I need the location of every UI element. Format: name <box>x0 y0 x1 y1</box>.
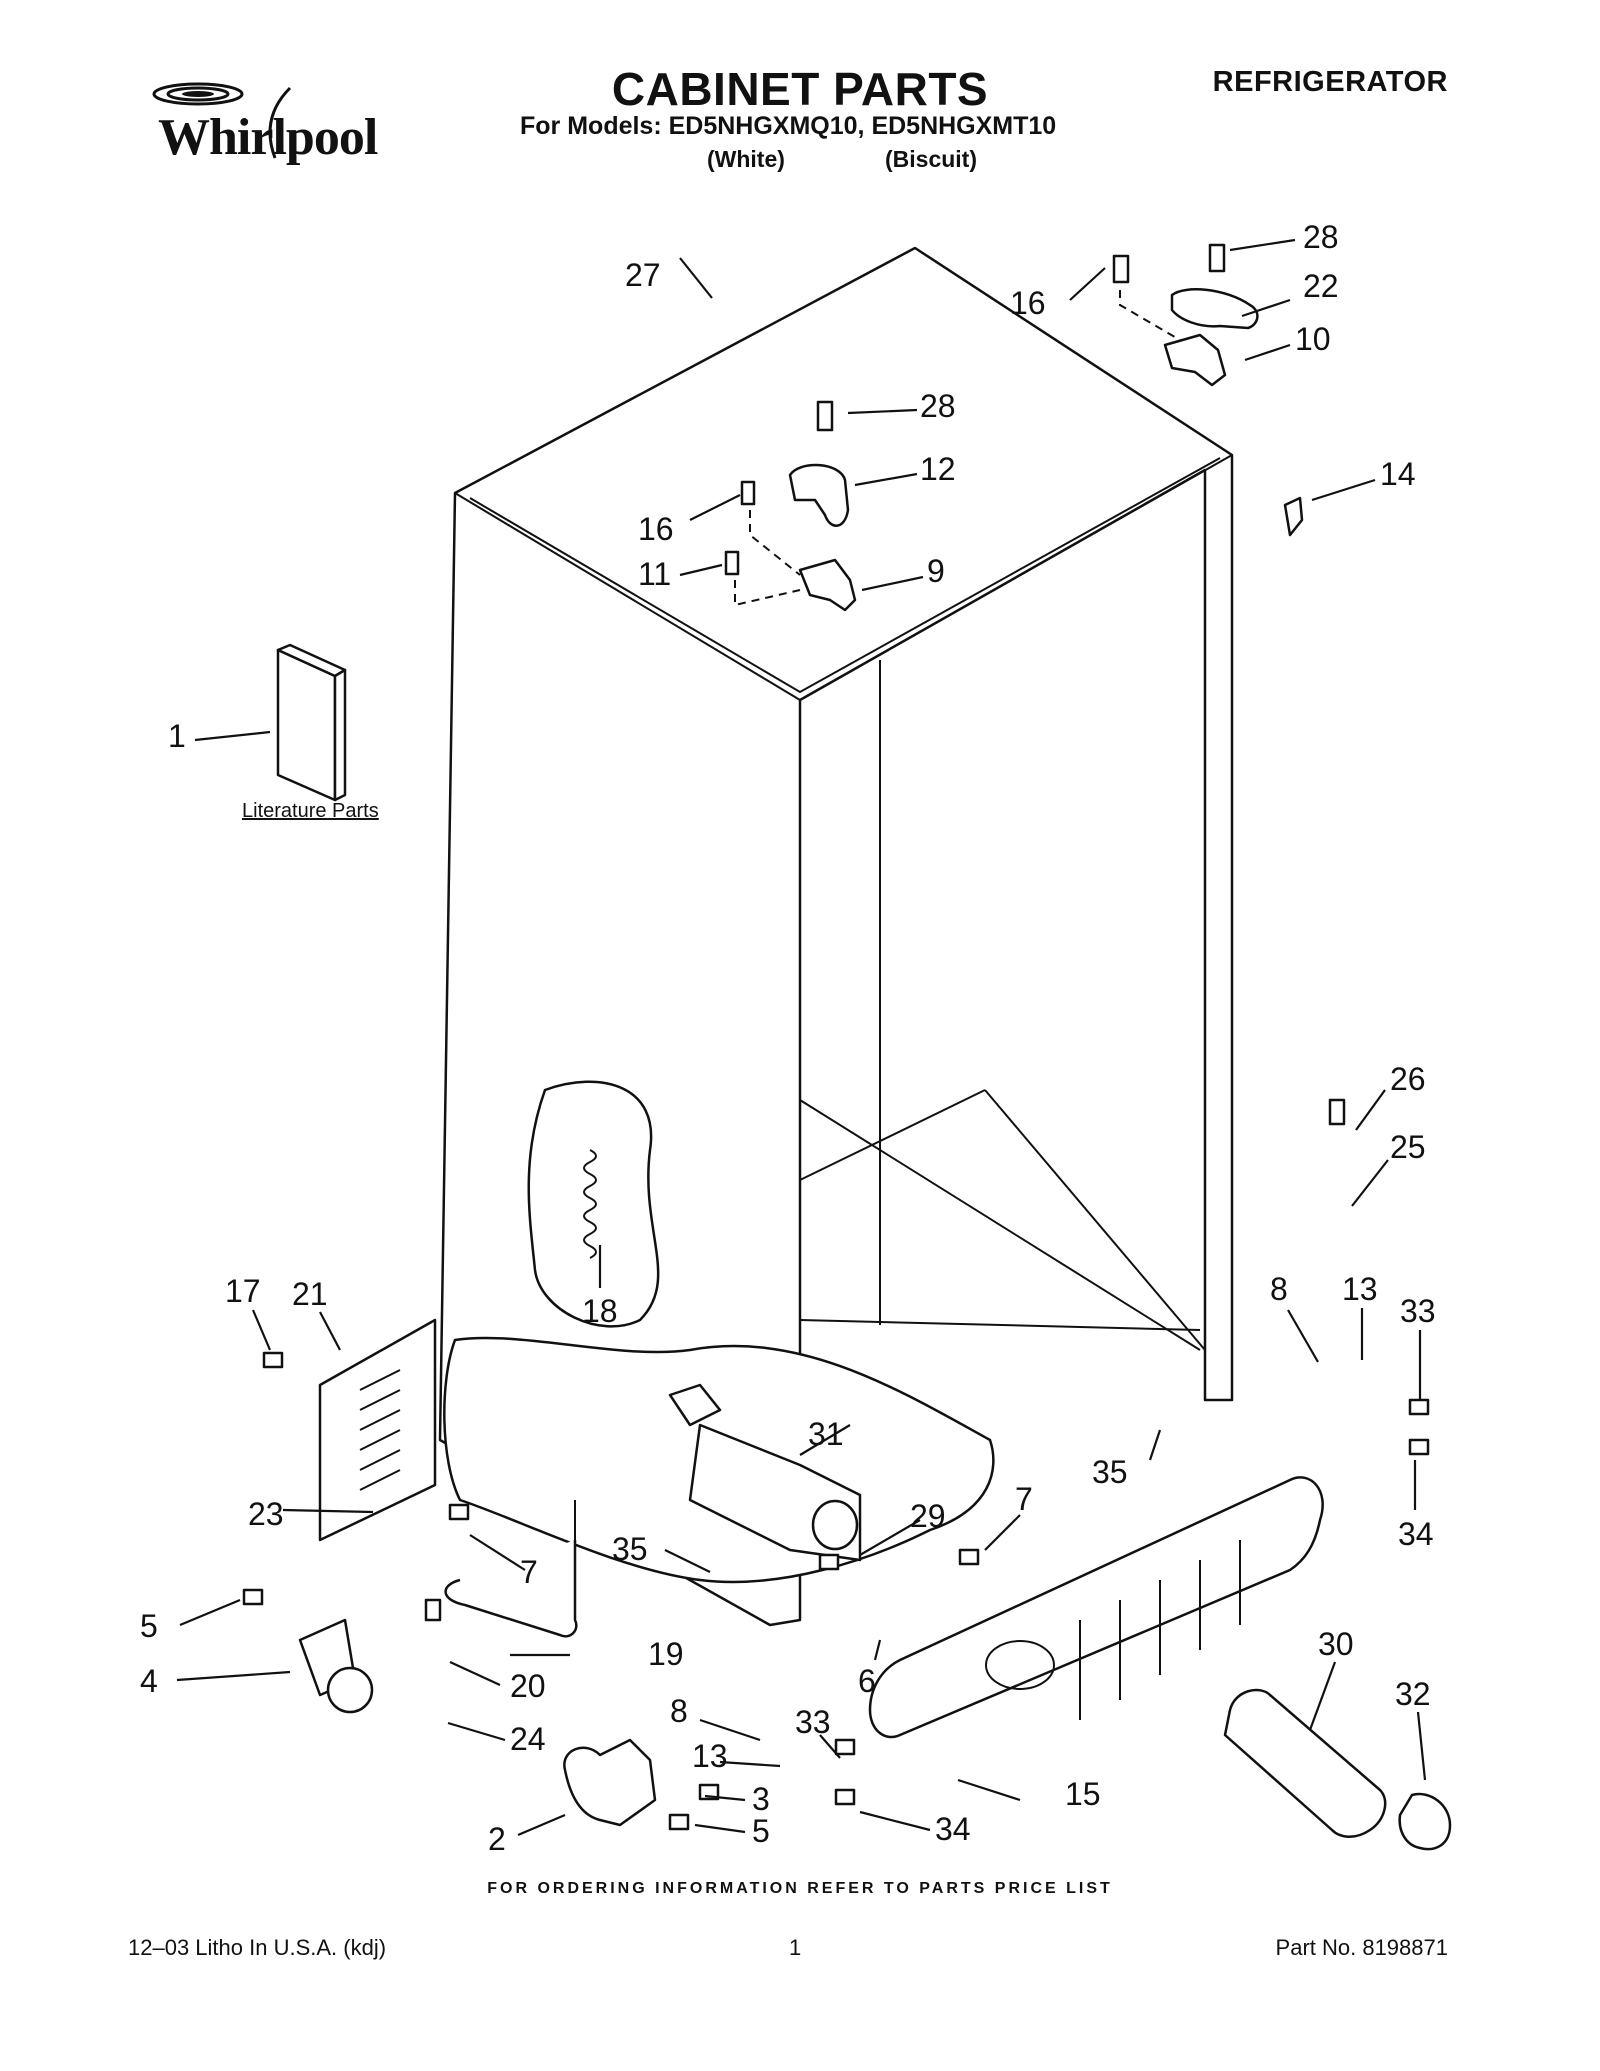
litho-info: 12–03 Litho In U.S.A. (kdj) <box>128 1935 387 1960</box>
left-top-hinge <box>724 400 857 612</box>
callout-14: 14 <box>1380 456 1416 492</box>
callout-labels: 1 27 28 16 22 10 14 28 12 16 11 9 26 25 … <box>140 219 1436 1857</box>
ordering-note: FOR ORDERING INFORMATION REFER TO PARTS … <box>487 1880 1113 1897</box>
callout-17: 17 <box>225 1273 261 1309</box>
callout-26: 26 <box>1390 1061 1426 1097</box>
water-tube <box>444 1500 578 1638</box>
callout-19: 19 <box>648 1636 684 1672</box>
callout-10: 10 <box>1295 321 1331 357</box>
callout-34-right: 34 <box>1398 1516 1434 1552</box>
callout-5-left: 5 <box>140 1608 158 1644</box>
callout-28-right: 28 <box>1303 219 1339 255</box>
callout-13-bottom: 13 <box>692 1738 728 1774</box>
brand-wordmark: Whirlpool <box>158 109 378 166</box>
callout-7-left: 7 <box>520 1554 538 1590</box>
variant-biscuit: (Biscuit) <box>885 146 977 172</box>
callout-16-left: 16 <box>638 511 674 547</box>
hardware-bolts <box>242 1098 1430 1831</box>
callout-35-right: 35 <box>1092 1454 1128 1490</box>
callout-4: 4 <box>140 1663 158 1699</box>
callout-arrows <box>176 238 1427 1837</box>
callout-6: 6 <box>858 1663 876 1699</box>
callout-30: 30 <box>1318 1626 1354 1662</box>
callout-2: 2 <box>488 1821 506 1857</box>
water-filter <box>1223 1688 1452 1851</box>
literature-parts-label: Literature Parts <box>242 800 379 822</box>
callout-27: 27 <box>625 257 661 293</box>
callout-9: 9 <box>927 553 945 589</box>
callout-35-left: 35 <box>612 1531 648 1567</box>
spring-part <box>583 1149 597 1259</box>
callout-34-bottom: 34 <box>935 1811 971 1847</box>
page-title: CABINET PARTS <box>611 63 989 115</box>
callout-16-right: 16 <box>1010 285 1046 321</box>
part-number: Part No. 8198871 <box>1275 1935 1448 1960</box>
callout-32: 32 <box>1395 1676 1431 1712</box>
roller-assemblies <box>298 1618 657 1827</box>
callout-25: 25 <box>1390 1129 1426 1165</box>
callout-20: 20 <box>510 1668 546 1704</box>
callout-5-bottom: 5 <box>752 1813 770 1849</box>
callout-18: 18 <box>582 1293 618 1329</box>
callout-11: 11 <box>638 556 671 592</box>
doc-type: REFRIGERATOR <box>1212 66 1448 98</box>
water-valve-housing <box>668 1383 862 1562</box>
callout-7-right: 7 <box>1015 1481 1033 1517</box>
callout-31: 31 <box>808 1416 844 1452</box>
callout-15: 15 <box>1065 1776 1101 1812</box>
variant-white: (White) <box>707 146 785 172</box>
callout-8-right: 8 <box>1270 1271 1288 1307</box>
callout-12: 12 <box>920 451 956 487</box>
callout-13-right: 13 <box>1342 1271 1378 1307</box>
callout-33-bottom: 33 <box>795 1704 831 1740</box>
callout-22: 22 <box>1303 268 1339 304</box>
callout-24: 24 <box>510 1721 546 1757</box>
rear-grille-panel <box>318 1318 437 1542</box>
callout-3: 3 <box>752 1781 770 1817</box>
callout-8-bottom: 8 <box>670 1693 688 1729</box>
callout-1: 1 <box>168 718 186 754</box>
models-line: For Models: ED5NHGXMQ10, ED5NHGXMT10 <box>520 112 1057 140</box>
callout-28-left: 28 <box>920 388 956 424</box>
callout-23: 23 <box>248 1496 284 1532</box>
callout-33-right: 33 <box>1400 1293 1436 1329</box>
literature-booklet <box>276 643 347 802</box>
front-grille <box>868 1476 1324 1739</box>
right-top-hinge <box>1112 243 1304 537</box>
callout-21: 21 <box>292 1276 328 1312</box>
whirlpool-logo <box>152 82 292 159</box>
callout-29: 29 <box>910 1498 946 1534</box>
page-number: 1 <box>789 1935 802 1960</box>
